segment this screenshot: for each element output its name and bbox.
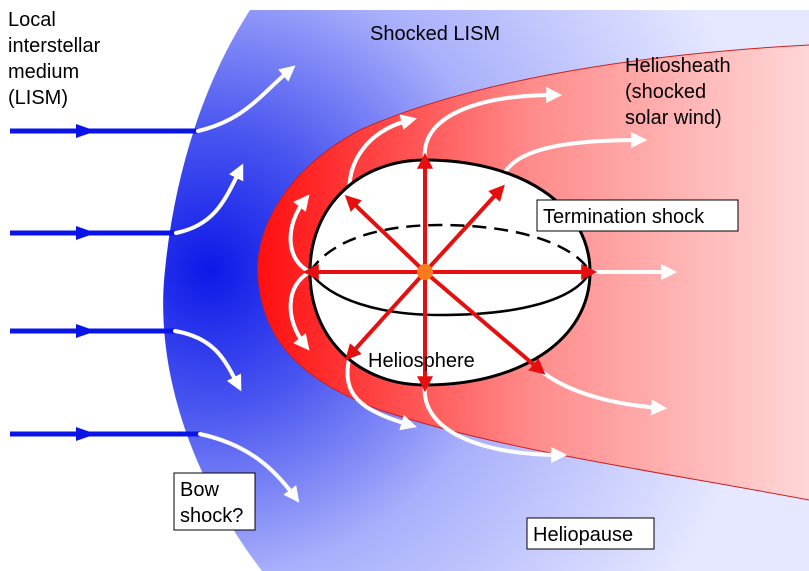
- heliosheath-label: Heliosheath (shocked solar wind): [625, 55, 731, 129]
- solar-wind-arrow: [423, 184, 505, 274]
- lism-label-line1: Local: [8, 9, 56, 31]
- termination-shock-label: Termination shock: [536, 199, 739, 232]
- heliopause-label: Heliopause: [526, 517, 655, 550]
- solar-wind-arrows: [302, 152, 598, 393]
- sun-icon: [417, 264, 433, 280]
- bow-shock-label: Bow shock?: [173, 472, 256, 531]
- flow-arrow: [173, 329, 242, 392]
- heliopause-boundary: [257, 44, 809, 501]
- equator-front: [308, 271, 592, 317]
- arrow-right-icon: [76, 124, 96, 138]
- flow-arrow: [196, 65, 296, 133]
- heliosheath-label-line3: solar wind): [625, 107, 722, 129]
- heliosheath-label-line1: Heliosheath: [625, 55, 731, 77]
- heliopause-label-text: Heliopause: [533, 524, 633, 546]
- lism-label-line2: interstellar: [8, 35, 101, 57]
- shocked-lism-label: Shocked LISM: [370, 23, 500, 45]
- lism-label-line3: medium: [8, 61, 79, 83]
- flow-arrow: [422, 87, 563, 162]
- flow-arrow: [198, 432, 300, 503]
- bow-shock-label-line2: shock?: [180, 505, 243, 527]
- heliopause-label-box: [526, 517, 655, 550]
- bow-shock-label-line1: Bow: [180, 479, 219, 501]
- termination-shock-label-text: Termination shock: [543, 206, 705, 228]
- heliosphere-label: Heliosphere: [368, 350, 475, 372]
- flow-arrow: [422, 383, 568, 463]
- heliosheath-label-line2: (shocked: [625, 81, 706, 103]
- arrow-right-icon: [76, 324, 96, 338]
- arrow-right-icon: [76, 226, 96, 240]
- equator-back-dashed: [308, 223, 592, 273]
- lism-label-line4: (LISM): [8, 87, 68, 109]
- solar-wind-arrow: [423, 270, 546, 375]
- flow-arrow: [345, 353, 417, 431]
- termination-shock-label-box: [536, 199, 739, 232]
- lism-flow-arrowheads: [76, 124, 96, 441]
- lism-label: Local interstellar medium (LISM): [8, 9, 101, 109]
- bow-shock-label-box: [173, 472, 256, 531]
- flow-arrow: [174, 163, 244, 235]
- flow-arrow: [538, 368, 668, 416]
- solar-wind-arrow: [344, 195, 427, 274]
- solar-wind-arrow: [345, 270, 427, 361]
- arrow-right-icon: [76, 427, 96, 441]
